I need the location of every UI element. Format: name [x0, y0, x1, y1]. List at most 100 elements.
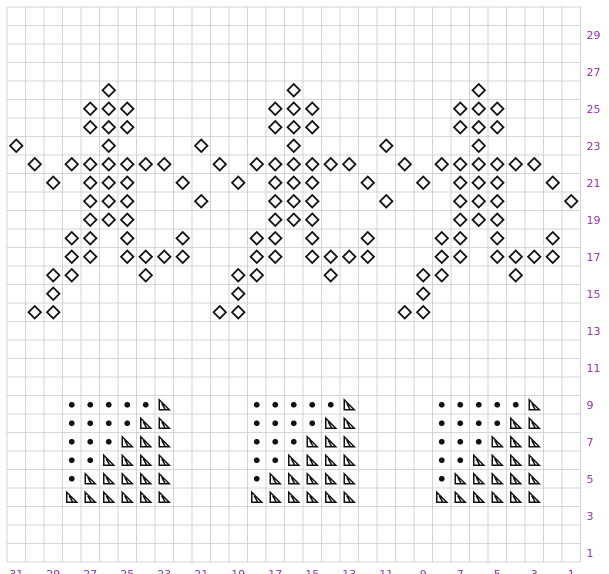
- wedge-symbol: [307, 474, 317, 484]
- diamond-symbol: [177, 251, 189, 263]
- dot-symbol: [494, 420, 500, 426]
- chart-symbols: [10, 84, 577, 502]
- wedge-symbol: [344, 400, 354, 410]
- diamond-symbol: [84, 214, 96, 226]
- diamond-symbol: [473, 103, 485, 115]
- diamond-symbol: [454, 195, 466, 207]
- diamond-symbol: [269, 177, 281, 189]
- diamond-symbol: [362, 251, 374, 263]
- dot-symbol: [87, 439, 93, 445]
- diamond-symbol: [103, 177, 115, 189]
- diamond-symbol: [47, 269, 59, 281]
- diamond-symbol: [306, 251, 318, 263]
- dot-symbol: [309, 402, 315, 408]
- diamond-symbol: [103, 84, 115, 96]
- diamond-symbol: [121, 251, 133, 263]
- diamond-symbol: [66, 158, 78, 170]
- diamond-symbol: [343, 158, 355, 170]
- wedge-symbol: [159, 400, 169, 410]
- diamond-symbol: [288, 140, 300, 152]
- wedge-symbol: [511, 455, 521, 465]
- dot-symbol: [254, 420, 260, 426]
- diamond-symbol: [269, 251, 281, 263]
- wedge-symbol: [511, 418, 521, 428]
- diamond-symbol: [491, 103, 503, 115]
- diamond-symbol: [177, 177, 189, 189]
- wedge-symbol: [122, 455, 132, 465]
- wedge-symbol: [141, 437, 151, 447]
- diamond-symbol: [103, 195, 115, 207]
- diamond-symbol: [47, 177, 59, 189]
- diamond-symbol: [103, 140, 115, 152]
- diamond-symbol: [473, 121, 485, 133]
- wedge-symbol: [344, 437, 354, 447]
- diamond-symbol: [84, 232, 96, 244]
- wedge-symbol: [252, 492, 262, 502]
- diamond-symbol: [269, 232, 281, 244]
- diamond-symbol: [491, 195, 503, 207]
- dot-symbol: [106, 439, 112, 445]
- diamond-symbol: [454, 232, 466, 244]
- diamond-symbol: [269, 121, 281, 133]
- wedge-symbol: [326, 437, 336, 447]
- dot-symbol: [87, 402, 93, 408]
- dot-symbol: [272, 420, 278, 426]
- row-label: 21: [587, 177, 601, 190]
- dot-symbol: [69, 439, 75, 445]
- wedge-symbol: [326, 474, 336, 484]
- dot-symbol: [476, 420, 482, 426]
- diamond-symbol: [547, 232, 559, 244]
- wedge-symbol: [104, 474, 114, 484]
- diamond-symbol: [47, 306, 59, 318]
- diamond-symbol: [103, 214, 115, 226]
- diamond-symbol: [306, 158, 318, 170]
- diamond-symbol: [121, 232, 133, 244]
- diamond-symbol: [103, 158, 115, 170]
- wedge-symbol: [529, 418, 539, 428]
- diamond-symbol: [362, 177, 374, 189]
- row-label: 13: [587, 325, 601, 338]
- diamond-symbol: [177, 232, 189, 244]
- wedge-symbol: [529, 400, 539, 410]
- dot-symbol: [69, 457, 75, 463]
- dot-symbol: [87, 457, 93, 463]
- wedge-symbol: [511, 437, 521, 447]
- diamond-symbol: [528, 251, 540, 263]
- wedge-symbol: [122, 492, 132, 502]
- diamond-symbol: [491, 177, 503, 189]
- dot-symbol: [476, 439, 482, 445]
- row-label: 11: [587, 362, 601, 375]
- wedge-symbol: [344, 492, 354, 502]
- wedge-symbol: [492, 455, 502, 465]
- wedge-symbol: [307, 437, 317, 447]
- diamond-symbol: [66, 269, 78, 281]
- wedge-symbol: [159, 418, 169, 428]
- diamond-symbol: [491, 158, 503, 170]
- row-label: 29: [587, 29, 601, 42]
- diamond-symbol: [29, 158, 41, 170]
- wedge-symbol: [437, 492, 447, 502]
- dot-symbol: [439, 439, 445, 445]
- figure-motif: [380, 84, 577, 318]
- dot-symbol: [457, 457, 463, 463]
- diamond-symbol: [417, 269, 429, 281]
- row-label: 19: [587, 214, 601, 227]
- diamond-symbol: [140, 269, 152, 281]
- diamond-symbol: [103, 103, 115, 115]
- diamond-symbol: [306, 103, 318, 115]
- dot-symbol: [291, 402, 297, 408]
- dot-symbol: [254, 402, 260, 408]
- dot-symbol: [476, 402, 482, 408]
- wedge-symbol: [122, 474, 132, 484]
- row-label: 15: [587, 288, 601, 301]
- diamond-symbol: [454, 158, 466, 170]
- column-label: 13: [342, 568, 356, 574]
- wedge-symbol: [141, 474, 151, 484]
- diamond-symbol: [288, 103, 300, 115]
- chart-labels: 1357911131517192123252729312927252321191…: [9, 29, 600, 574]
- wedge-symbol: [67, 492, 77, 502]
- wedge-symbol: [159, 492, 169, 502]
- diamond-symbol: [306, 177, 318, 189]
- column-label: 9: [420, 568, 427, 574]
- dot-symbol: [309, 420, 315, 426]
